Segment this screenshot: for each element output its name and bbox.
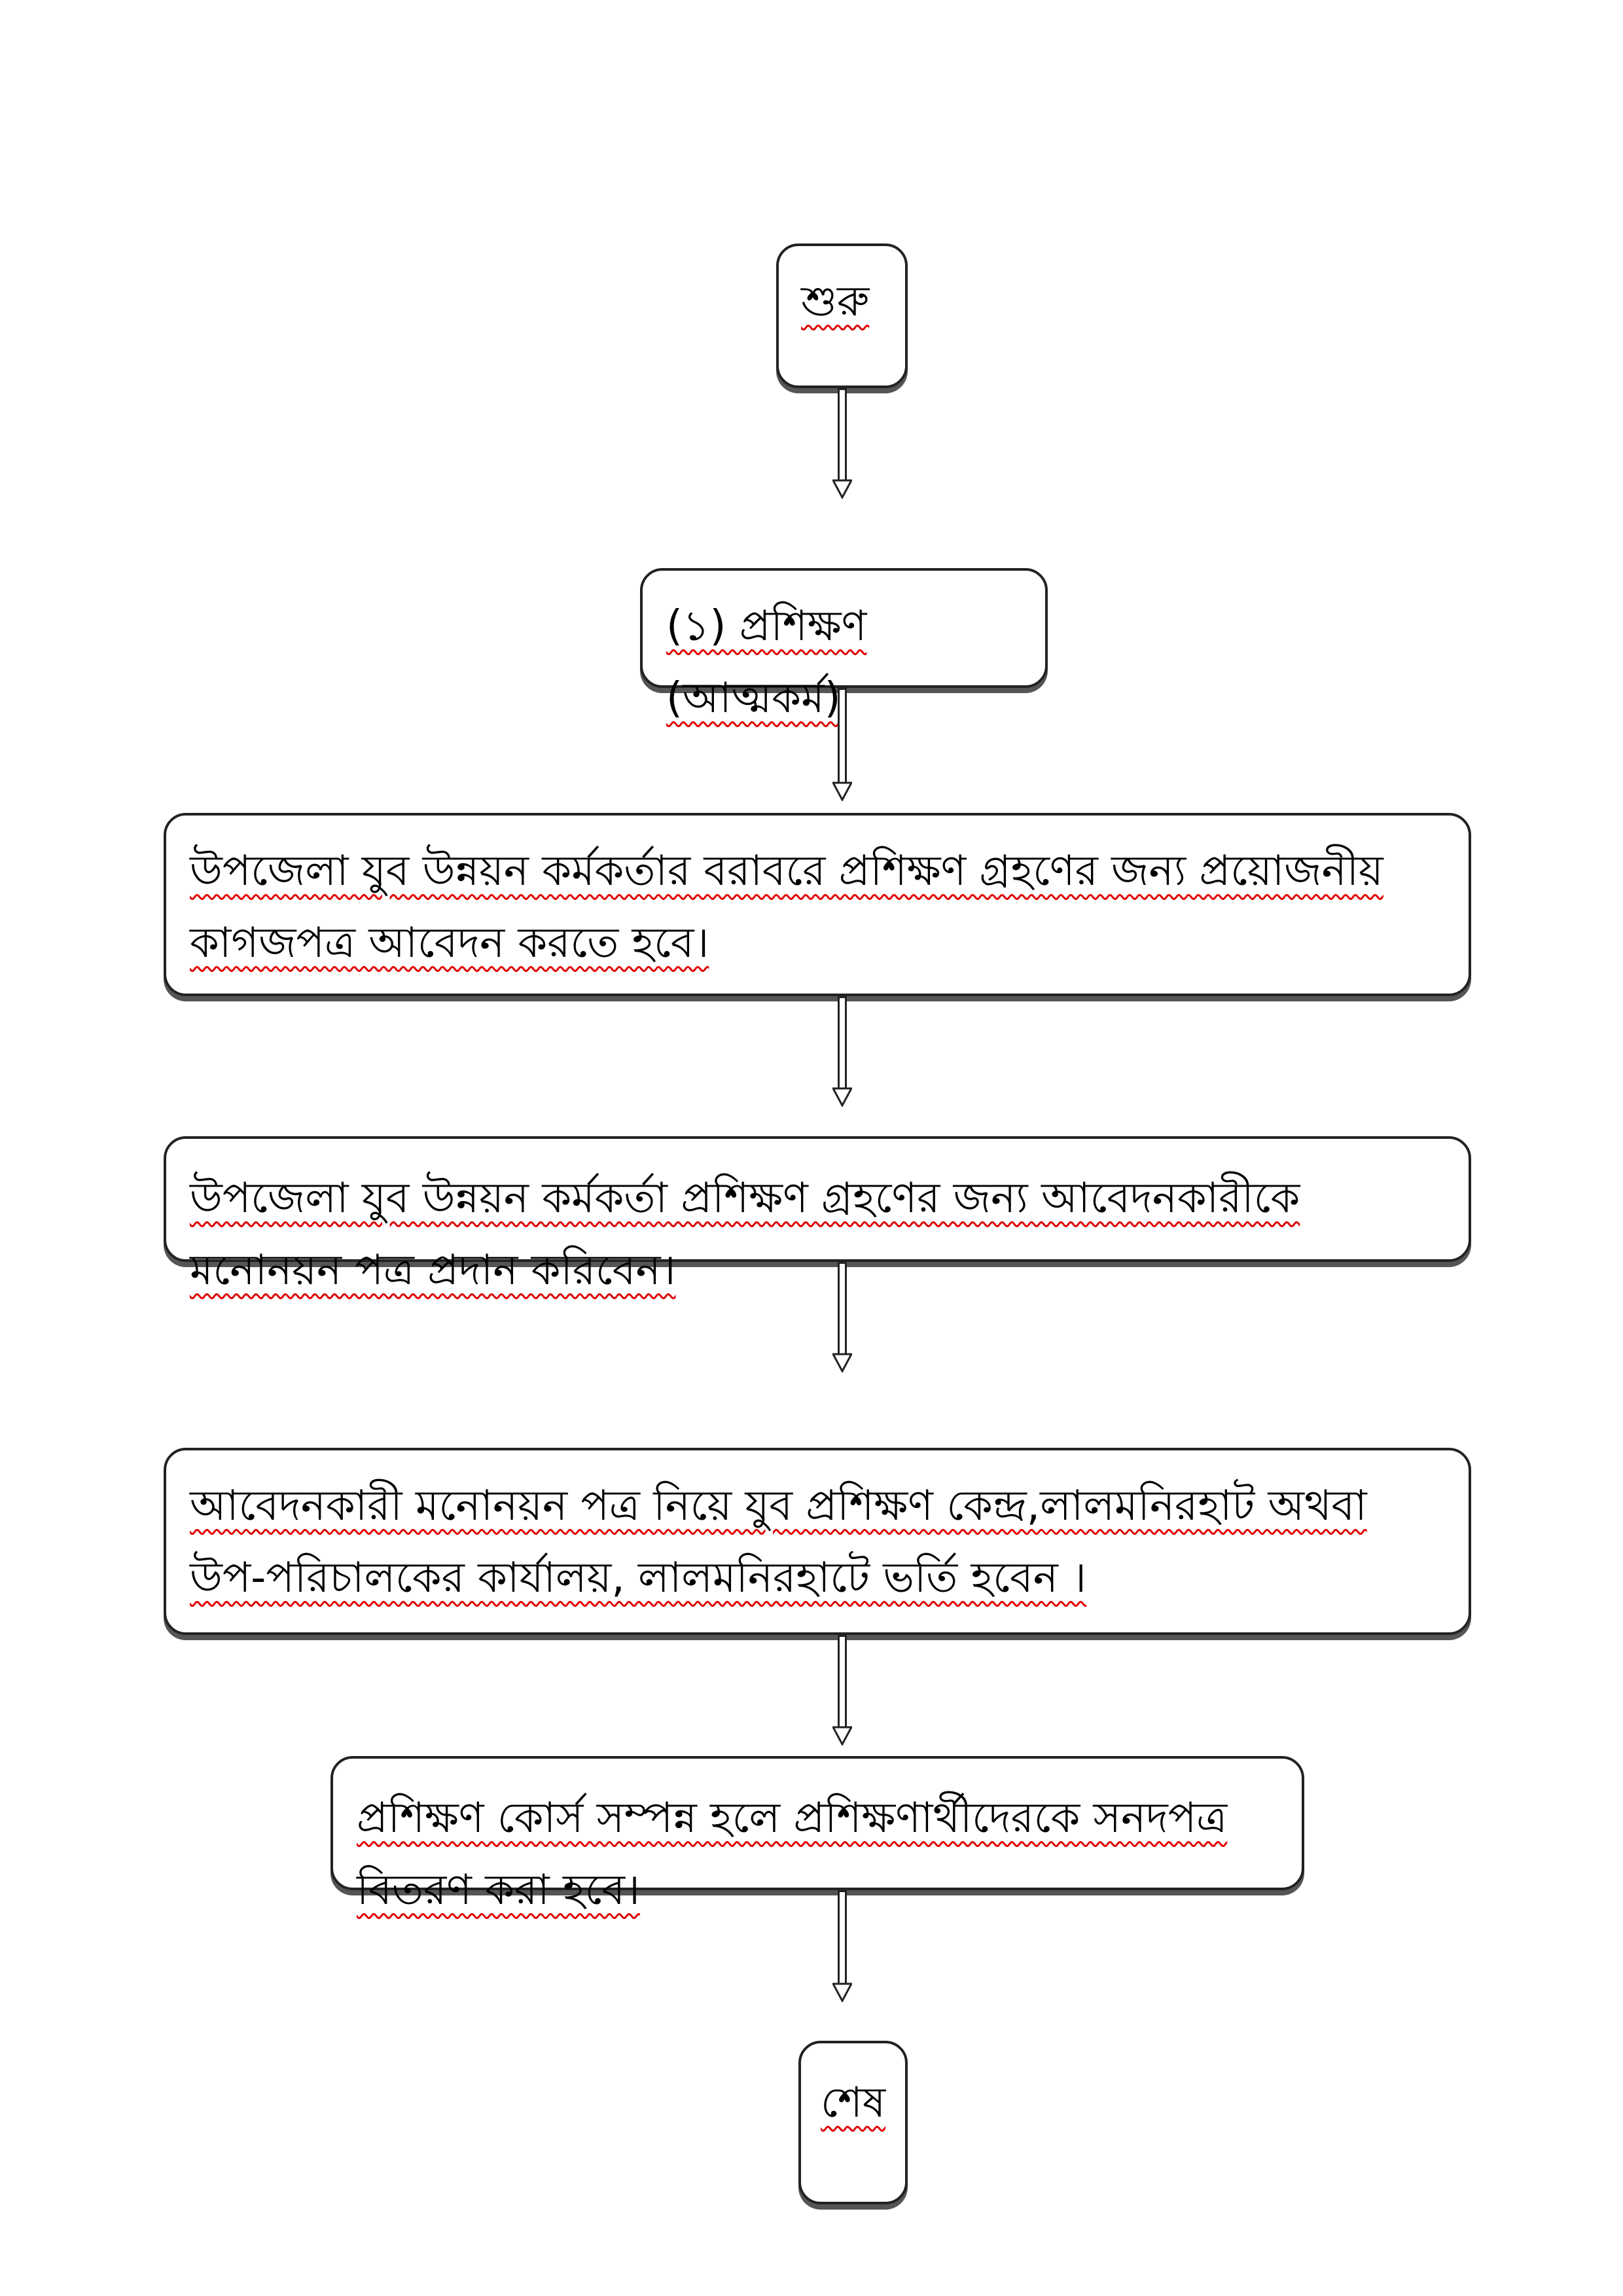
step-3-label: উপজেলা যুব উন্নয়ন কর্মকর্তা প্রশিক্ষণ গ… (190, 1174, 1300, 1295)
arrow-down-icon (832, 1890, 852, 2002)
arrow-down-icon (832, 688, 852, 801)
start-node: শুরু (776, 243, 908, 388)
step-1-label: (১) প্রশিক্ষণ (আত্মকর্ম) (666, 602, 867, 723)
step-3-box: উপজেলা যুব উন্নয়ন কর্মকর্তা প্রশিক্ষণ গ… (164, 1136, 1471, 1295)
start-label: শুরু (801, 278, 870, 326)
step-4-box: আবেদনকারী মনোনয়ন পত্র নিয়ে যুব প্রশিক্… (164, 1448, 1471, 1635)
step-2-box: উপজেলা যুব উন্নয়ন কর্মকর্তার বরাবরে প্র… (164, 813, 1471, 996)
arrow-down-icon (832, 996, 852, 1107)
step-4-label: আবেদনকারী মনোনয়ন পত্র নিয়ে যুব প্রশিক্… (190, 1482, 1367, 1602)
step-5-box: প্রশিক্ষণ কোর্স সম্পন্ন হলে প্রশিক্ষণার্… (330, 1756, 1304, 1914)
arrow-down-icon (832, 388, 852, 499)
step-2-label: উপজেলা যুব উন্নয়ন কর্মকর্তার বরাবরে প্র… (190, 847, 1383, 967)
step-1-box: (১) প্রশিক্ষণ (আত্মকর্ম) (640, 568, 1048, 723)
arrow-down-icon (832, 1635, 852, 1746)
step-5-label: প্রশিক্ষণ কোর্স সম্পন্ন হলে প্রশিক্ষণার্… (357, 1794, 1228, 1914)
end-label: শেষ (821, 2079, 886, 2127)
end-node: শেষ (798, 2041, 908, 2204)
arrow-down-icon (832, 1262, 852, 1372)
